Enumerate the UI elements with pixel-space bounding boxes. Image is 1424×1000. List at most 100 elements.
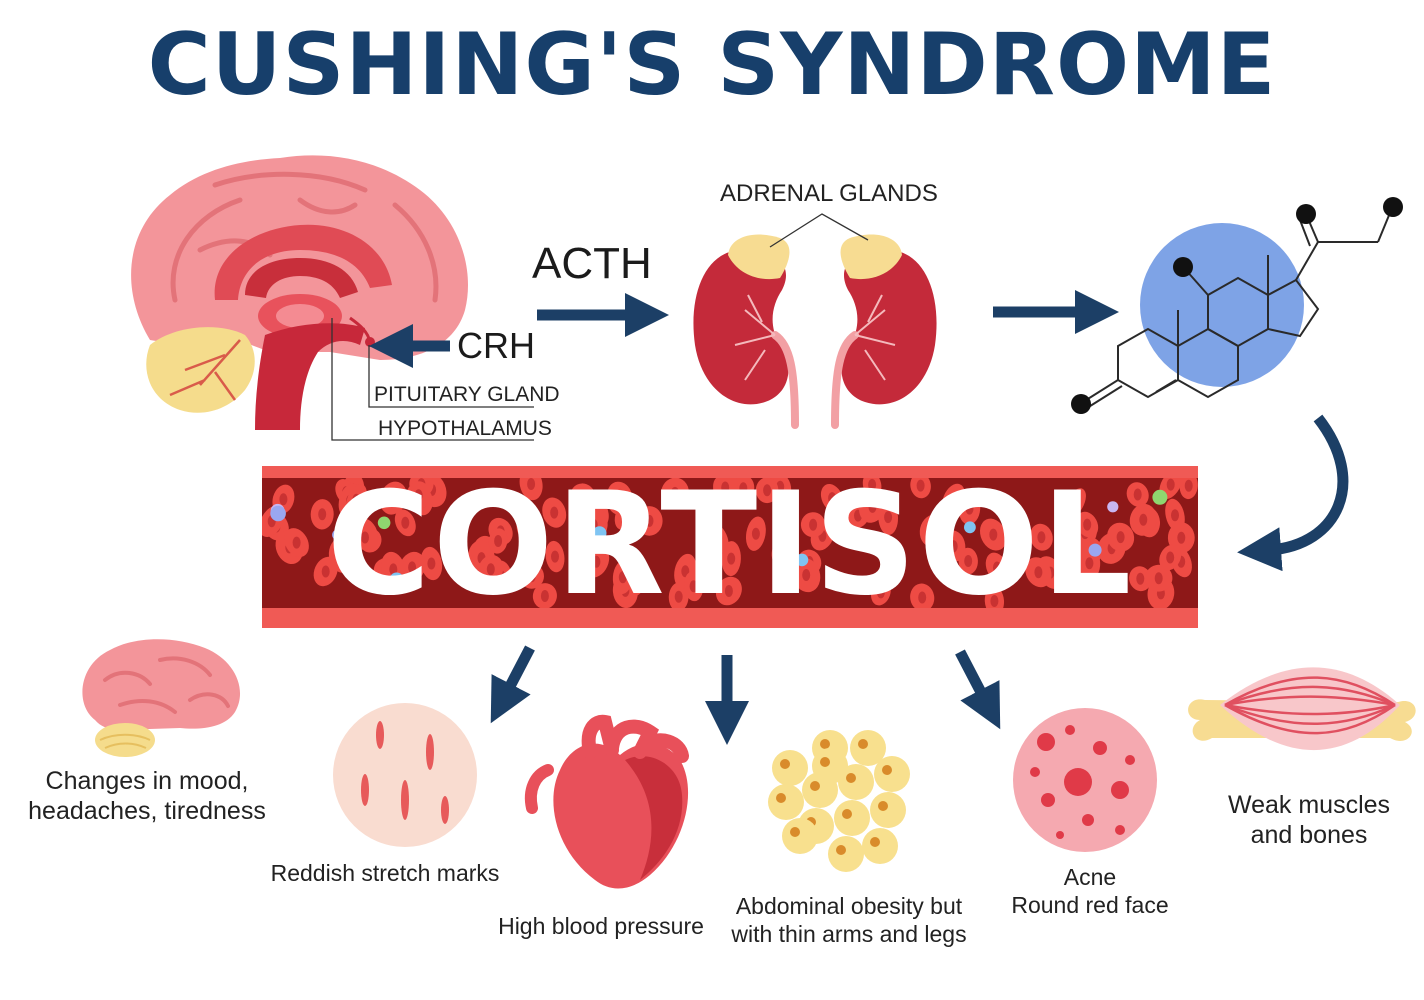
down-arrow-left [490, 645, 535, 724]
red-blood-cell-center [318, 508, 327, 521]
red-blood-cell-center [763, 484, 772, 497]
crh-label: CRH [457, 325, 535, 366]
hypothalamus-label: HYPOTHALAMUS [378, 417, 552, 440]
white-blood-cell [964, 521, 976, 534]
red-blood-cell-center [868, 478, 877, 491]
fat-cell-nucleus [790, 827, 800, 837]
fat-cell [782, 818, 818, 854]
red-blood-cell-center [1184, 479, 1193, 492]
red-blood-cell-center [777, 544, 786, 557]
red-blood-cell-center [614, 495, 622, 508]
red-blood-cell-center [361, 531, 369, 544]
red-blood-cell-center [1139, 513, 1148, 526]
red-blood-cell-center [486, 563, 495, 576]
red-blood-cell-center [751, 527, 760, 540]
red-blood-cell-center [389, 563, 398, 576]
red-blood-cell-center [352, 493, 361, 506]
symptom-muscle-text: Weak muscles and bones [1227, 791, 1391, 849]
red-blood-cell-center [414, 489, 423, 502]
red-blood-cell-center [645, 514, 654, 527]
white-blood-cell [630, 511, 644, 526]
fat-cell [870, 792, 906, 828]
red-blood-cell-center [450, 540, 459, 553]
red-blood-cell-center [618, 571, 627, 584]
red-blood-cell-center [674, 590, 683, 603]
fat-cell [768, 784, 804, 820]
red-blood-cell-center [1037, 531, 1046, 544]
red-blood-cell-center [1083, 518, 1092, 531]
red-blood-cell-center [1136, 572, 1145, 585]
fat-cell-nucleus [870, 837, 880, 847]
red-blood-cell-center [1177, 531, 1186, 544]
acth-label: ACTH [532, 239, 652, 288]
red-blood-cell-center [802, 569, 811, 581]
feedback-curve-arrow [1237, 414, 1349, 572]
fat-cell [862, 828, 898, 864]
fat-cell [850, 730, 886, 766]
symptom-stretch-text: Reddish stretch marks [270, 860, 500, 886]
page-title: CUSHING'S SYNDROME [147, 15, 1277, 115]
heart-icon [524, 714, 689, 889]
red-blood-cell-center [401, 516, 410, 529]
red-blood-cell-center [929, 524, 938, 537]
red-blood-cell-center [550, 506, 559, 519]
red-blood-cell-center [1085, 557, 1094, 570]
red-blood-cell-center [1171, 509, 1179, 522]
red-blood-cell-center [876, 586, 885, 599]
red-blood-cell-center [989, 528, 998, 541]
red-blood-cell-center [727, 552, 736, 565]
red-blood-cell-center [828, 492, 837, 505]
red-blood-cell-center [868, 500, 877, 513]
fat-cell-nucleus [846, 773, 856, 783]
fat-cell-nucleus [776, 793, 786, 803]
red-blood-cell-center [884, 511, 893, 524]
red-blood-cell-center [990, 595, 999, 607]
red-blood-cell-center [993, 561, 1001, 574]
cortisol-molecule-icon [1071, 197, 1403, 414]
brain-icon [82, 639, 241, 757]
symptom-mood-text: Changes in mood, headaches, tiredness [28, 767, 266, 825]
white-blood-cell [270, 505, 286, 522]
red-blood-cell-center [1015, 544, 1024, 557]
red-blood-cell-center [527, 570, 536, 583]
red-blood-cell-center [964, 555, 973, 567]
white-blood-cell [377, 516, 391, 530]
red-blood-cell-center [338, 549, 347, 562]
red-blood-cell-center [1116, 531, 1125, 544]
red-blood-cell-center [916, 479, 925, 492]
white-blood-cell [697, 541, 711, 555]
white-blood-cell [1064, 506, 1076, 518]
white-blood-cell [1107, 501, 1119, 513]
white-blood-cell [332, 529, 343, 541]
red-blood-cell-center [494, 535, 503, 547]
white-blood-cell [1088, 543, 1102, 557]
red-blood-cell-center [965, 502, 974, 515]
fat-cell [772, 750, 808, 786]
red-blood-cell-center [949, 493, 958, 506]
red-blood-cell-center [592, 555, 601, 568]
red-blood-cell-center [918, 591, 927, 604]
blood-vessel-band [262, 466, 1198, 628]
red-blood-cell-center [714, 532, 723, 545]
fat-cell [838, 764, 874, 800]
fat-cell-nucleus [780, 759, 790, 769]
white-blood-cell [1152, 489, 1168, 505]
white-blood-cell [592, 526, 607, 541]
red-blood-cell-center [724, 585, 733, 597]
red-blood-cell-center [739, 482, 748, 495]
red-blood-cell-center [522, 518, 531, 531]
red-blood-cell-center [1166, 478, 1175, 491]
red-blood-cell-center [427, 557, 436, 570]
red-blood-cell-center [1154, 572, 1163, 585]
red-blood-cell-center [809, 518, 818, 531]
pituitary-gland-label: PITUITARY GLAND [374, 383, 560, 406]
fat-cell-nucleus [858, 739, 868, 749]
kidneys-icon [693, 234, 937, 429]
white-blood-cell [795, 553, 809, 567]
red-blood-cell-center [551, 550, 559, 563]
fat-cell [812, 748, 848, 784]
fat-cell-nucleus [810, 781, 820, 791]
fat-cell-nucleus [820, 739, 830, 749]
